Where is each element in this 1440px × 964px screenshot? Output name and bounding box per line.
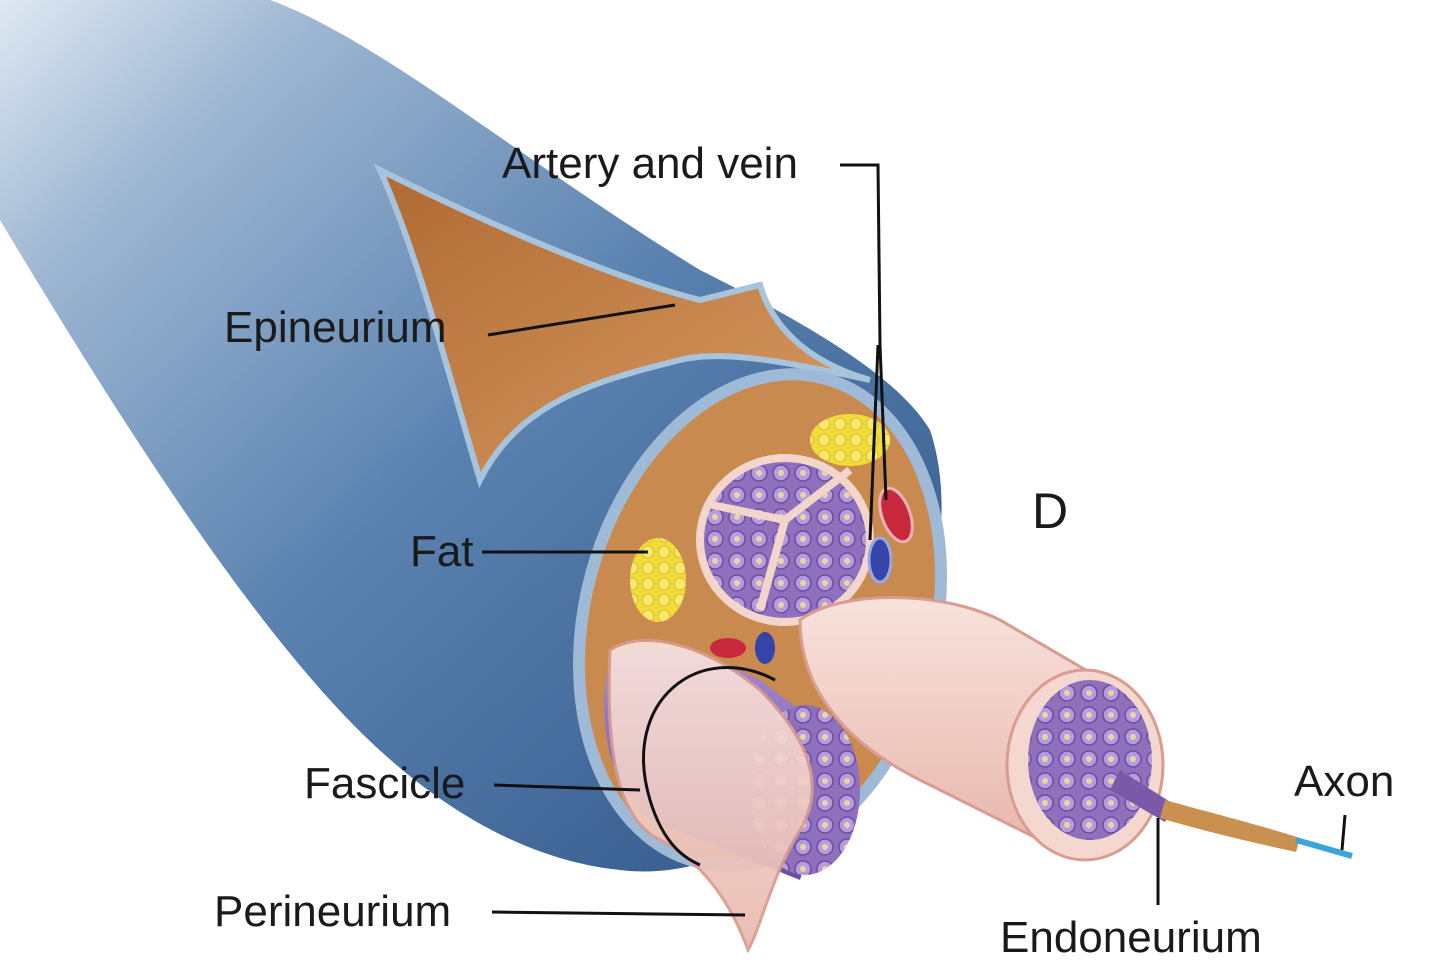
fat-deposit-1 bbox=[630, 538, 686, 622]
axon-core bbox=[1295, 837, 1353, 859]
epineurium-flap bbox=[373, 163, 871, 489]
artery-small bbox=[710, 638, 746, 658]
leader-perineurium bbox=[491, 910, 746, 917]
leader-axon bbox=[1340, 814, 1347, 851]
label-endoneurium: Endoneurium bbox=[1000, 913, 1262, 962]
leader-fascicle bbox=[493, 783, 641, 792]
fascicle-arc bbox=[642, 665, 776, 867]
panel-letter: D bbox=[1032, 483, 1068, 539]
fat-deposit-2 bbox=[810, 414, 890, 466]
axon-fiber bbox=[1160, 800, 1300, 852]
leader-epineurium bbox=[487, 303, 676, 337]
label-perineurium: Perineurium bbox=[214, 887, 451, 936]
label-artery-and-vein: Artery and vein bbox=[502, 139, 798, 188]
label-axon: Axon bbox=[1294, 757, 1394, 806]
perineurium-flap bbox=[607, 638, 814, 954]
vein bbox=[867, 536, 893, 584]
endoneurium-fiber bbox=[1110, 770, 1175, 822]
label-epineurium: Epineurium bbox=[224, 303, 447, 352]
septum bbox=[711, 466, 853, 612]
axon-bundle-right bbox=[1028, 680, 1152, 840]
label-fat: Fat bbox=[410, 527, 474, 576]
vein-small bbox=[755, 632, 775, 664]
label-fascicle: Fascicle bbox=[304, 759, 465, 808]
leader-artery-vein bbox=[840, 163, 888, 541]
fascicle-cross-section bbox=[696, 454, 874, 626]
